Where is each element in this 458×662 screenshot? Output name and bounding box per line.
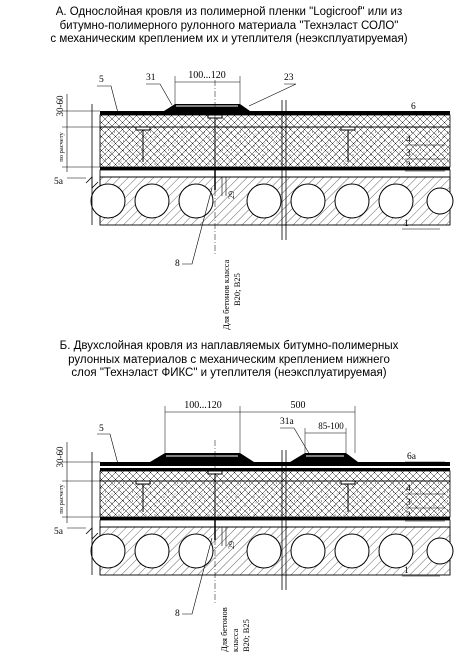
a-dim-overlap: 100...120 bbox=[188, 70, 226, 81]
b-label-8: 8 bbox=[175, 609, 180, 619]
b-dim-side: по расчету bbox=[58, 484, 65, 514]
b-label-3: 3 bbox=[406, 498, 411, 508]
a-label-2: 2 bbox=[406, 161, 411, 171]
caption-b-line-2: рулонных материалов с механическим крепл… bbox=[68, 353, 390, 366]
b-screed bbox=[99, 519, 451, 528]
a-label-3: 3 bbox=[406, 149, 411, 159]
b-dim-overlap: 100...120 bbox=[184, 400, 222, 411]
caption-section-a: А. Однослойная кровля из полимерной плен… bbox=[0, 6, 458, 47]
b-dim-85: 85-100 bbox=[318, 421, 344, 431]
a-slab-voids bbox=[90, 183, 454, 219]
a-concrete-line-2: B20; B25 bbox=[232, 273, 242, 306]
a-label-31: 31 bbox=[146, 73, 156, 83]
section-b-drawing: 100...120 500 85-100 30-60 по расчету 5 … bbox=[54, 400, 454, 652]
a-label-6: 6 bbox=[411, 102, 416, 112]
a-dim-anchor: 29 bbox=[227, 191, 236, 199]
a-screed bbox=[99, 169, 451, 178]
b-vapour-barrier bbox=[100, 517, 450, 520]
caption-a-line-1: А. Однослойная кровля из полимерной плен… bbox=[55, 6, 403, 18]
caption-section-b: Б. Двухслойная кровля из наплавляемых би… bbox=[0, 340, 458, 381]
a-thin-insulation bbox=[99, 114, 451, 128]
b-concrete-line-3: B20; B25 bbox=[241, 619, 251, 652]
section-a-drawing: 100...120 30-60 по расчету 5 31 23 6 4 bbox=[54, 70, 454, 330]
b-overlap-strip-1 bbox=[150, 453, 254, 462]
b-dim-top: 30-60 bbox=[55, 446, 65, 467]
b-thin-insulation bbox=[99, 470, 451, 482]
caption-b-line-3: слоя "Технэласт ФИКС" и утеплителя (неэк… bbox=[71, 367, 387, 379]
b-dim-500: 500 bbox=[291, 400, 306, 411]
a-label-4: 4 bbox=[406, 135, 411, 145]
a-concrete-line-1: Для бетонов класса bbox=[221, 259, 231, 330]
b-top-layer bbox=[100, 462, 450, 466]
a-label-23: 23 bbox=[284, 73, 294, 83]
b-label-4: 4 bbox=[406, 484, 411, 494]
caption-a-line-2: битумно-полимерного рулонного материала … bbox=[59, 19, 399, 32]
a-dim-side: по расчету bbox=[58, 132, 65, 162]
b-label-5: 5 bbox=[99, 424, 104, 434]
b-label-2: 2 bbox=[406, 511, 411, 521]
b-slab-voids bbox=[90, 533, 454, 569]
a-membrane bbox=[100, 111, 450, 115]
caption-a-line-3: с механическим креплением их и утеплител… bbox=[50, 33, 408, 45]
b-concrete-line-1: Для бетонов bbox=[219, 607, 229, 652]
a-label-5a: 5а bbox=[54, 177, 64, 187]
a-overlap-strip bbox=[164, 104, 250, 111]
a-dim-top: 30-60 bbox=[55, 95, 65, 116]
b-bottom-layer bbox=[100, 468, 450, 471]
b-label-5a: 5а bbox=[54, 527, 64, 537]
a-label-8: 8 bbox=[175, 259, 180, 269]
a-label-1: 1 bbox=[404, 219, 409, 229]
b-label-6a: 6а bbox=[407, 452, 417, 462]
b-concrete-line-2: класса bbox=[230, 628, 240, 652]
b-dim-anchor: 29 bbox=[227, 541, 236, 549]
b-label-1: 1 bbox=[404, 566, 409, 576]
b-overlap-strip-2 bbox=[290, 453, 358, 462]
b-label-31a: 31а bbox=[280, 417, 295, 427]
a-label-5: 5 bbox=[99, 75, 104, 85]
a-vapour-barrier bbox=[100, 167, 450, 170]
caption-b-line-1: Б. Двухслойная кровля из наплавляемых би… bbox=[59, 340, 399, 352]
